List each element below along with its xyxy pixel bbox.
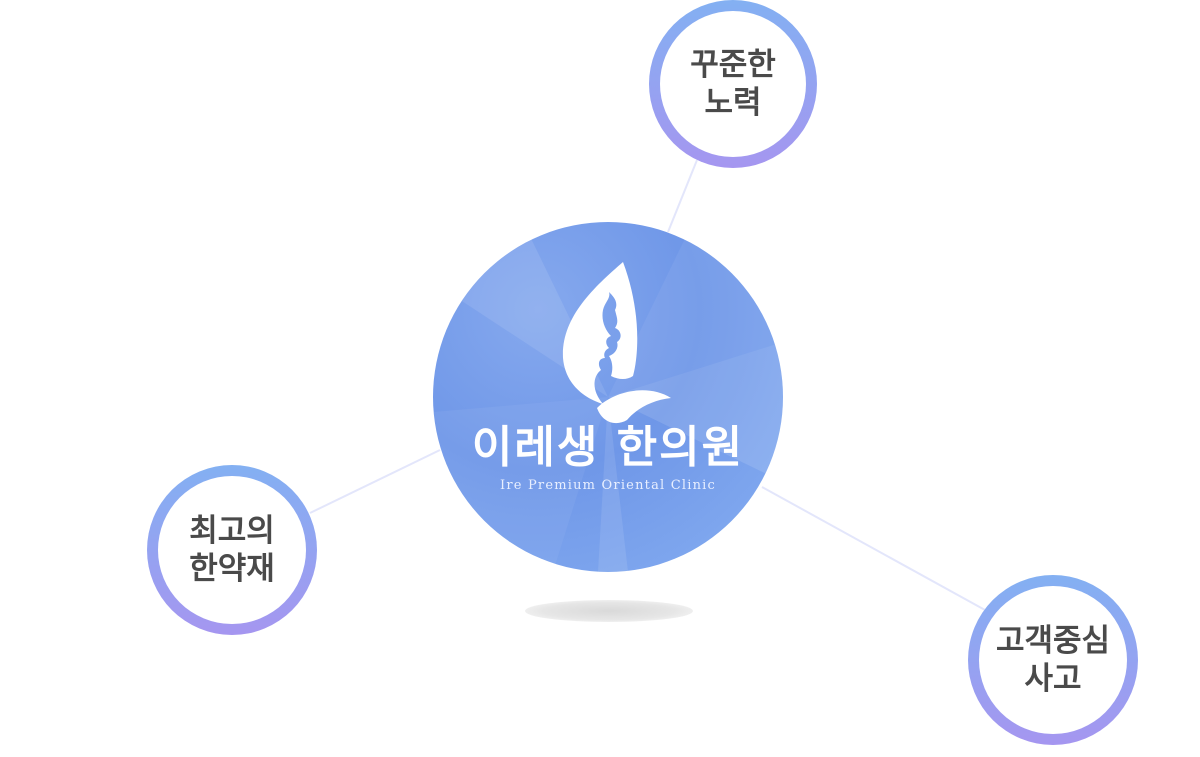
brand-orb: 이레생 한의원 Ire Premium Oriental Clinic: [433, 222, 783, 572]
value-node-inner: 꾸준한 노력: [660, 11, 806, 157]
value-label-effort: 꾸준한 노력: [690, 47, 776, 121]
value-node-inner: 고객중심 사고: [979, 586, 1127, 734]
brand-subtitle: Ire Premium Oriental Clinic: [500, 478, 716, 493]
value-label-herbs: 최고의 한약재: [189, 513, 275, 587]
connector-effort: [667, 159, 698, 233]
connector-herbs: [309, 449, 441, 514]
brand-name: 이레생 한의원: [471, 422, 745, 473]
value-node-effort: 꾸준한 노력: [649, 0, 817, 168]
value-node-customer: 고객중심 사고: [968, 575, 1138, 745]
orb-shadow: [525, 600, 693, 622]
value-node-inner: 최고의 한약재: [158, 476, 306, 624]
value-label-customer: 고객중심 사고: [995, 623, 1111, 697]
value-node-herbs: 최고의 한약재: [147, 465, 317, 635]
face-leaf-logo-icon: [562, 262, 671, 424]
connector-customer: [761, 486, 986, 611]
